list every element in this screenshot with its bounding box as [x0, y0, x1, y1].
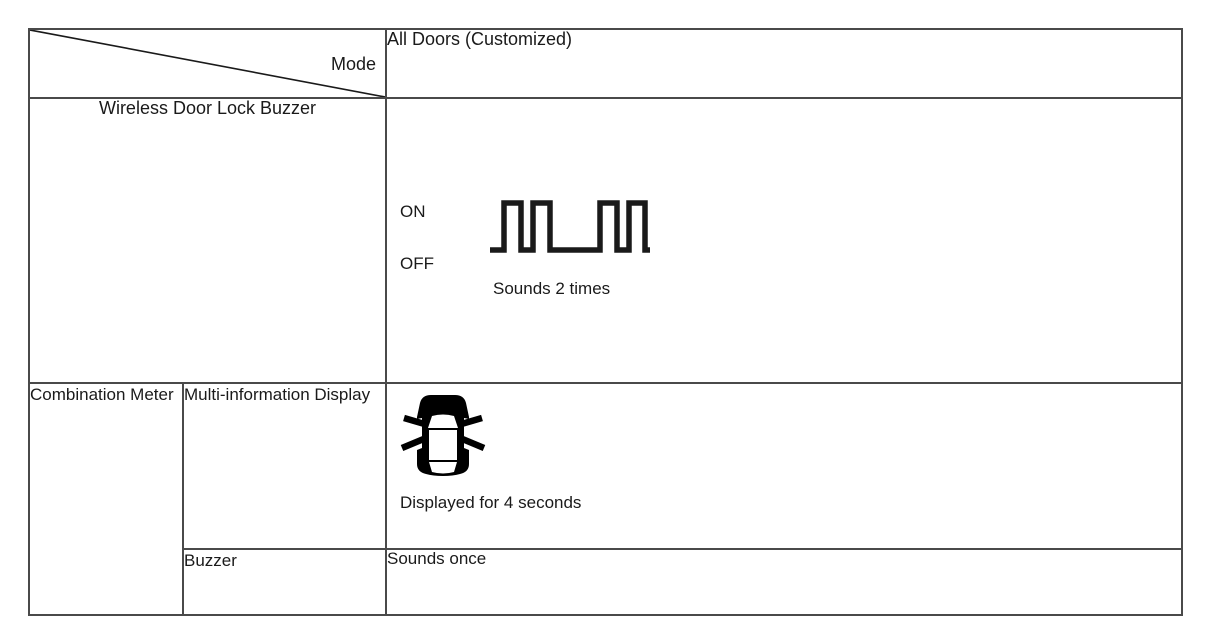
multi-information-display-content: Displayed for 4 seconds [385, 382, 1183, 550]
table-row: Wireless Door Lock Buzzer ON OFF Sounds … [28, 97, 1183, 384]
buzzer-waveform-icon [490, 200, 650, 253]
combination-meter-buzzer-value: Sounds once [385, 548, 1183, 616]
buzzer-waveform-block: ON OFF Sounds 2 times [400, 189, 660, 299]
specification-table: Mode All Doors (Customized) Wireless Doo… [28, 28, 1183, 616]
waveform-on-label: ON [400, 202, 426, 221]
waveform-off-label: OFF [400, 254, 434, 273]
car-flash-icon [400, 395, 486, 476]
multi-information-display-label: Multi-information Display [182, 382, 387, 550]
table-header-row: Mode All Doors (Customized) [28, 28, 1183, 99]
diagonal-divider-icon [30, 30, 385, 97]
wireless-door-lock-buzzer-content: ON OFF Sounds 2 times [385, 97, 1183, 384]
multi-information-display-caption: Displayed for 4 seconds [400, 493, 582, 512]
waveform-caption: Sounds 2 times [493, 279, 611, 298]
mode-label: Mode [330, 53, 376, 74]
combination-meter-label: Combination Meter [28, 382, 184, 616]
mode-value-cell: All Doors (Customized) [385, 28, 1183, 99]
header-corner-cell: Mode [28, 28, 387, 99]
table-row: Buzzer Sounds once [29, 548, 1183, 616]
table-row: Combination Meter Multi-information Disp… [28, 382, 1183, 616]
combination-meter-buzzer-label: Buzzer [182, 548, 387, 616]
wireless-door-lock-buzzer-label: Wireless Door Lock Buzzer [28, 97, 387, 384]
